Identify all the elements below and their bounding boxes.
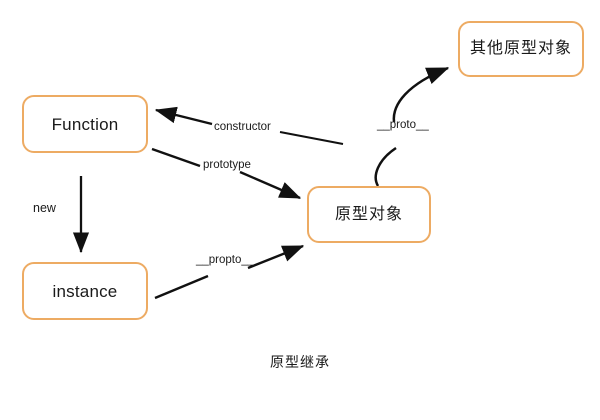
node-prototype-object[interactable]: 原型对象 xyxy=(307,186,431,243)
node-other-prototype-object-label: 其他原型对象 xyxy=(469,40,572,57)
edge-label-prototype: prototype xyxy=(203,159,251,171)
node-function-label: Function xyxy=(51,114,119,134)
diagram-caption: 原型继承 xyxy=(270,354,330,370)
edge-proto-lower xyxy=(374,146,397,187)
node-function[interactable]: Function xyxy=(22,95,148,153)
edge-proto-upper xyxy=(392,66,450,123)
edge-propto xyxy=(154,274,209,300)
edge-label-new: new xyxy=(33,201,56,215)
node-instance-label: instance xyxy=(52,281,118,301)
edge-label-propto: __propto__ xyxy=(196,254,255,266)
edge-label-proto: __proto__ xyxy=(377,119,429,131)
edge-prototype xyxy=(151,147,201,168)
edge-constructor xyxy=(279,130,344,146)
edge-label-constructor: constructor xyxy=(214,121,271,133)
edge-constructor-arrow xyxy=(154,106,213,126)
node-prototype-object-label: 原型对象 xyxy=(334,205,403,223)
node-instance[interactable]: instance xyxy=(22,262,148,320)
edge-propto-arrow xyxy=(247,244,305,270)
edge-prototype-arrow xyxy=(239,170,302,200)
node-other-prototype-object[interactable]: 其他原型对象 xyxy=(458,21,584,77)
